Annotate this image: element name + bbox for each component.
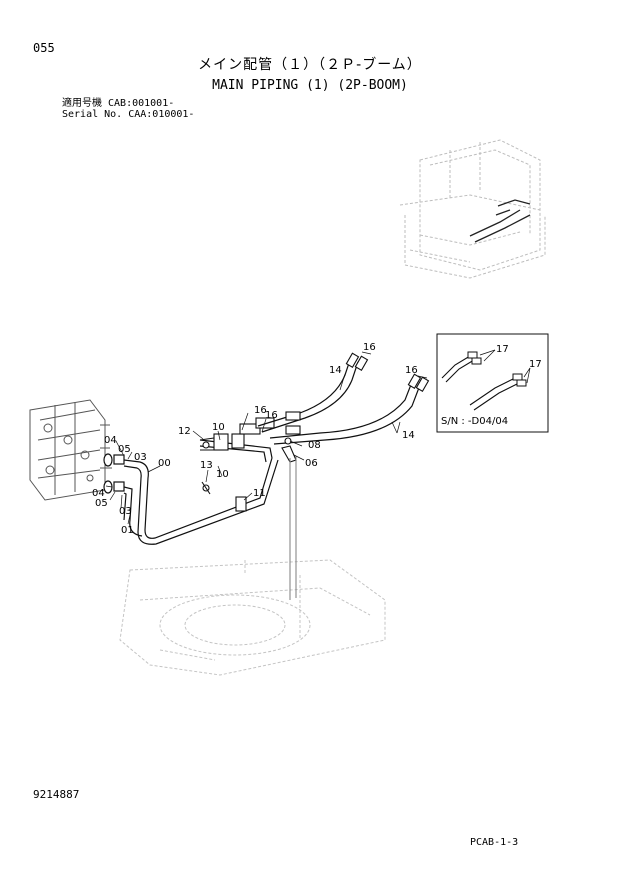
callout-10a: 10 — [212, 422, 225, 433]
callout-12: 12 — [178, 426, 191, 437]
control-valve-drawing — [29, 399, 112, 501]
page-title-english: MAIN PIPING (1) (2P-BOOM) — [212, 78, 408, 93]
page-code: PCAB-1-3 — [470, 837, 519, 848]
inset-serial-range: S/N : -D04/04 — [441, 416, 508, 427]
callout-11: 11 — [253, 488, 266, 499]
inset-detail-box: 17 17 S/N : -D04/04 — [436, 333, 549, 433]
callout-06: 06 — [305, 458, 318, 469]
applicable-model-line: 適用号機 CAB:001001- — [62, 98, 175, 109]
callout-17b: 17 — [529, 359, 542, 370]
page-title-japanese: メイン配管（１）（２Ｐ-ブーム） — [198, 57, 422, 73]
clamp-details — [199, 417, 275, 512]
callout-13: 13 — [200, 460, 213, 471]
callout-05a: 05 — [118, 444, 131, 455]
cab-hose-detail — [469, 199, 531, 243]
callout-16d: 16 — [405, 365, 418, 376]
callout-14a: 14 — [329, 365, 342, 376]
support-bracket — [281, 437, 297, 600]
callout-16a: 16 — [254, 405, 267, 416]
page-number: 055 — [33, 41, 55, 55]
callout-01: 01 — [121, 525, 134, 536]
valve-fittings — [103, 453, 125, 494]
callout-16c: 16 — [363, 342, 376, 353]
serial-number-line: Serial No. CAA:010001- — [62, 109, 195, 120]
callout-03b: 03 — [119, 506, 132, 517]
callout-14b: 14 — [402, 430, 415, 441]
callout-16b: 16 — [265, 410, 278, 421]
cab-outline-drawing — [399, 139, 546, 279]
frame-outline-drawing — [119, 559, 386, 676]
callout-08: 08 — [308, 440, 321, 451]
callout-10b: 10 — [216, 469, 229, 480]
callout-00: 00 — [158, 458, 171, 469]
callout-17a: 17 — [496, 344, 509, 355]
document-number: 9214887 — [33, 788, 80, 801]
callout-04b: 04 — [92, 488, 105, 499]
leader-lines — [105, 351, 428, 525]
callout-03a: 03 — [134, 452, 147, 463]
callout-04a: 04 — [104, 435, 117, 446]
callout-05b: 05 — [95, 498, 108, 509]
hose-end-fittings — [285, 352, 430, 435]
